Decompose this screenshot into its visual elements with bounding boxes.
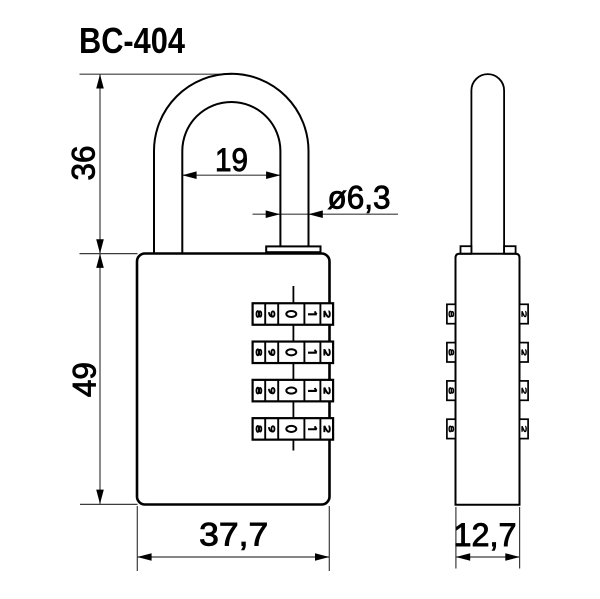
svg-text:12,7: 12,7 xyxy=(454,517,517,553)
svg-text:36: 36 xyxy=(66,146,102,181)
svg-text:49: 49 xyxy=(66,362,102,397)
svg-text:ø6,3: ø6,3 xyxy=(328,180,391,216)
svg-text:BC-404: BC-404 xyxy=(79,20,186,61)
svg-text:19: 19 xyxy=(215,142,248,178)
svg-text:37,7: 37,7 xyxy=(199,517,268,553)
